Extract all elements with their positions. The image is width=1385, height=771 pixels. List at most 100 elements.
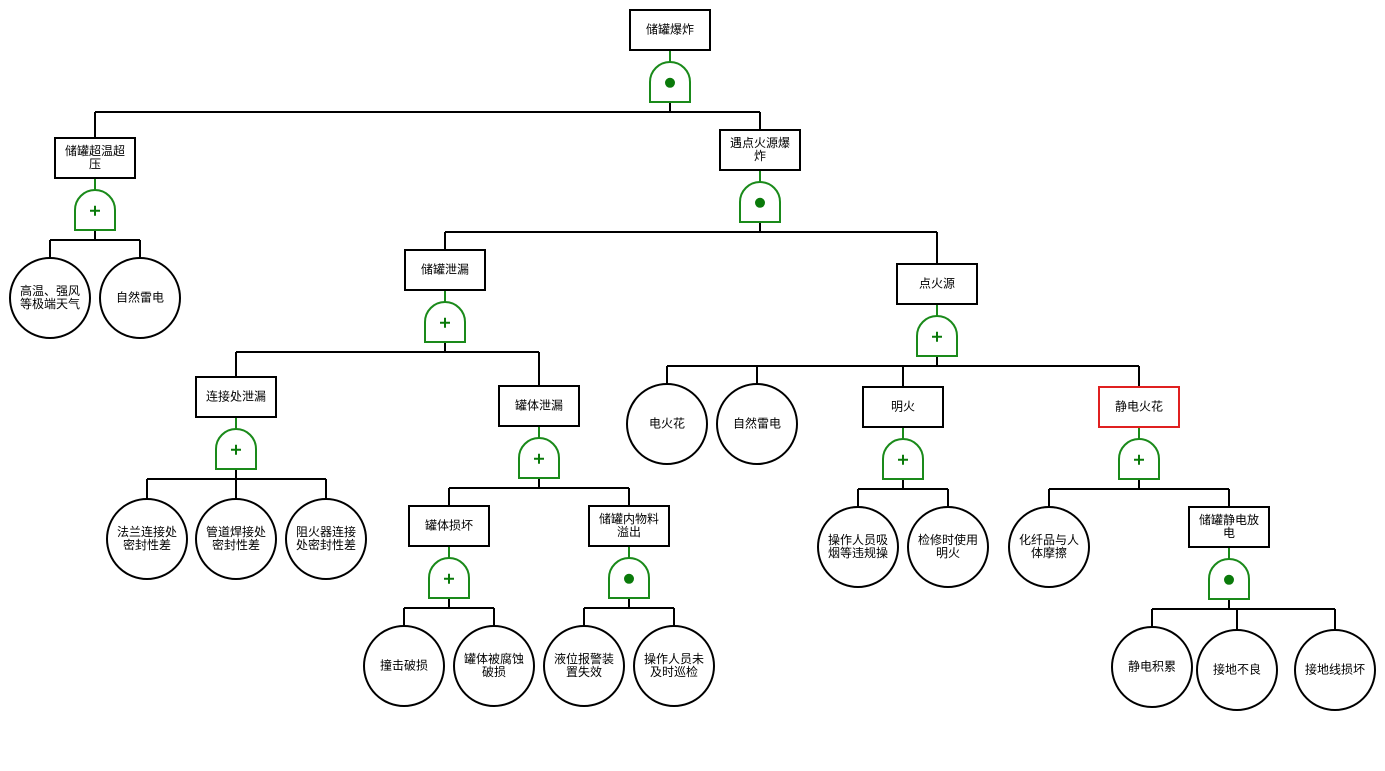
node-source[interactable]: 点火源 <box>896 263 978 305</box>
node-label: 化纤品与人 <box>1019 533 1079 547</box>
node-label: 点火源 <box>919 277 955 291</box>
and-dot-icon <box>1224 574 1234 585</box>
basic-event-circle[interactable] <box>817 506 899 588</box>
node-accum[interactable]: 静电积累 <box>1111 626 1193 708</box>
basic-event-circle[interactable] <box>453 625 535 707</box>
node-espark[interactable]: 电火花 <box>626 383 708 465</box>
node-flame[interactable]: 明火 <box>862 386 944 428</box>
or-gate-icon <box>424 301 466 343</box>
basic-event-circle[interactable] <box>633 625 715 707</box>
node-wire[interactable]: 接地线损坏 <box>1294 629 1376 711</box>
basic-event-circle[interactable] <box>9 257 91 339</box>
node-label: 遇点火源爆 <box>730 136 790 150</box>
node-label: 高温、强风 <box>20 283 80 298</box>
node-label: 法兰连接处 <box>117 524 177 539</box>
basic-event-circle[interactable] <box>907 506 989 588</box>
node-label: 操作人员未 <box>644 651 704 666</box>
node-ground[interactable]: 接地不良 <box>1196 629 1278 711</box>
node-bodydmg[interactable]: 罐体损坏 <box>408 505 490 547</box>
or-plus-icon <box>932 331 942 342</box>
node-static[interactable]: 静电火花 <box>1098 386 1180 428</box>
node-label: 置失效 <box>566 664 602 679</box>
and-dot-icon <box>755 197 765 208</box>
node-label: 炸 <box>754 149 766 163</box>
node-label: 检修时使用 <box>918 532 978 547</box>
event-box[interactable] <box>629 9 711 51</box>
event-box-selected[interactable] <box>1098 386 1180 428</box>
node-top[interactable]: 储罐爆炸 <box>629 9 711 51</box>
basic-event-circle[interactable] <box>285 498 367 580</box>
node-label: 电 <box>1223 526 1235 540</box>
node-label: 阻火器连接 <box>296 524 356 539</box>
event-box[interactable] <box>862 386 944 428</box>
or-plus-icon <box>898 454 908 465</box>
node-leak[interactable]: 储罐泄漏 <box>404 249 486 291</box>
or-gate-icon <box>916 315 958 357</box>
basic-event-circle[interactable] <box>106 498 188 580</box>
and-gate-icon <box>649 61 691 103</box>
or-gate-icon <box>428 557 470 599</box>
basic-event-circle[interactable] <box>99 257 181 339</box>
event-box[interactable] <box>1188 506 1270 548</box>
node-jointleak[interactable]: 连接处泄漏 <box>195 376 277 418</box>
basic-event-circle[interactable] <box>626 383 708 465</box>
or-gate-icon <box>215 428 257 470</box>
node-lightning2[interactable]: 自然雷电 <box>716 383 798 465</box>
node-label: 破损 <box>482 664 506 679</box>
basic-event-circle[interactable] <box>1111 626 1193 708</box>
logic-gates <box>74 50 1250 600</box>
event-box[interactable] <box>54 137 136 179</box>
event-box[interactable] <box>498 385 580 427</box>
or-plus-icon <box>231 444 241 455</box>
node-label: 密封性差 <box>212 537 260 552</box>
basic-event-circle[interactable] <box>1196 629 1278 711</box>
node-label: 溢出 <box>617 525 641 539</box>
event-box[interactable] <box>719 129 801 171</box>
event-box[interactable] <box>588 505 670 547</box>
and-gate-icon <box>608 557 650 599</box>
or-gate-icon <box>74 189 116 231</box>
node-impact[interactable]: 撞击破损 <box>363 625 445 707</box>
node-label: 及时巡检 <box>650 664 698 679</box>
node-label: 接地线损坏 <box>1305 662 1365 677</box>
event-box[interactable] <box>896 263 978 305</box>
node-label: 密封性差 <box>123 537 171 552</box>
node-lightning1[interactable]: 自然雷电 <box>99 257 181 339</box>
or-plus-icon <box>534 453 544 464</box>
connector-lines <box>49 102 1336 630</box>
node-label: 烟等违规操 <box>828 545 888 560</box>
node-label: 静电积累 <box>1128 660 1176 674</box>
node-bodyleak[interactable]: 罐体泄漏 <box>498 385 580 427</box>
event-box[interactable] <box>195 376 277 418</box>
basic-event-circle[interactable] <box>1008 506 1090 588</box>
node-label: 自然雷电 <box>733 416 781 431</box>
node-label: 撞击破损 <box>380 658 428 673</box>
basic-event-circle[interactable] <box>1294 629 1376 711</box>
event-box[interactable] <box>404 249 486 291</box>
node-label: 明火 <box>891 400 915 414</box>
and-gate-icon <box>1208 558 1250 600</box>
and-dot-icon <box>624 573 634 584</box>
basic-event-circle[interactable] <box>716 383 798 465</box>
event-box[interactable] <box>408 505 490 547</box>
basic-event-circle[interactable] <box>543 625 625 707</box>
node-label: 罐体被腐蚀 <box>464 651 524 666</box>
node-label: 储罐爆炸 <box>646 22 694 37</box>
node-label: 静电火花 <box>1115 399 1163 414</box>
basic-event-circle[interactable] <box>363 625 445 707</box>
basic-event-circle[interactable] <box>195 498 277 580</box>
